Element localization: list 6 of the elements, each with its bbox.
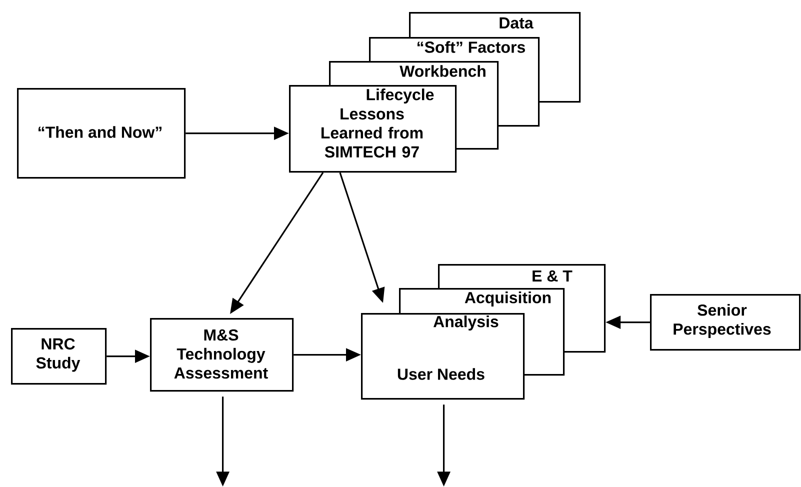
box: M&S Technology Assessment — [150, 318, 294, 392]
box: Analysis User Needs — [361, 313, 525, 400]
box: NRC Study — [11, 328, 107, 385]
box: Senior Perspectives — [650, 294, 801, 351]
box: “Then and Now” — [17, 88, 186, 179]
box: Lifecycle Lessons Learned from SIMTECH 97 — [289, 85, 457, 173]
